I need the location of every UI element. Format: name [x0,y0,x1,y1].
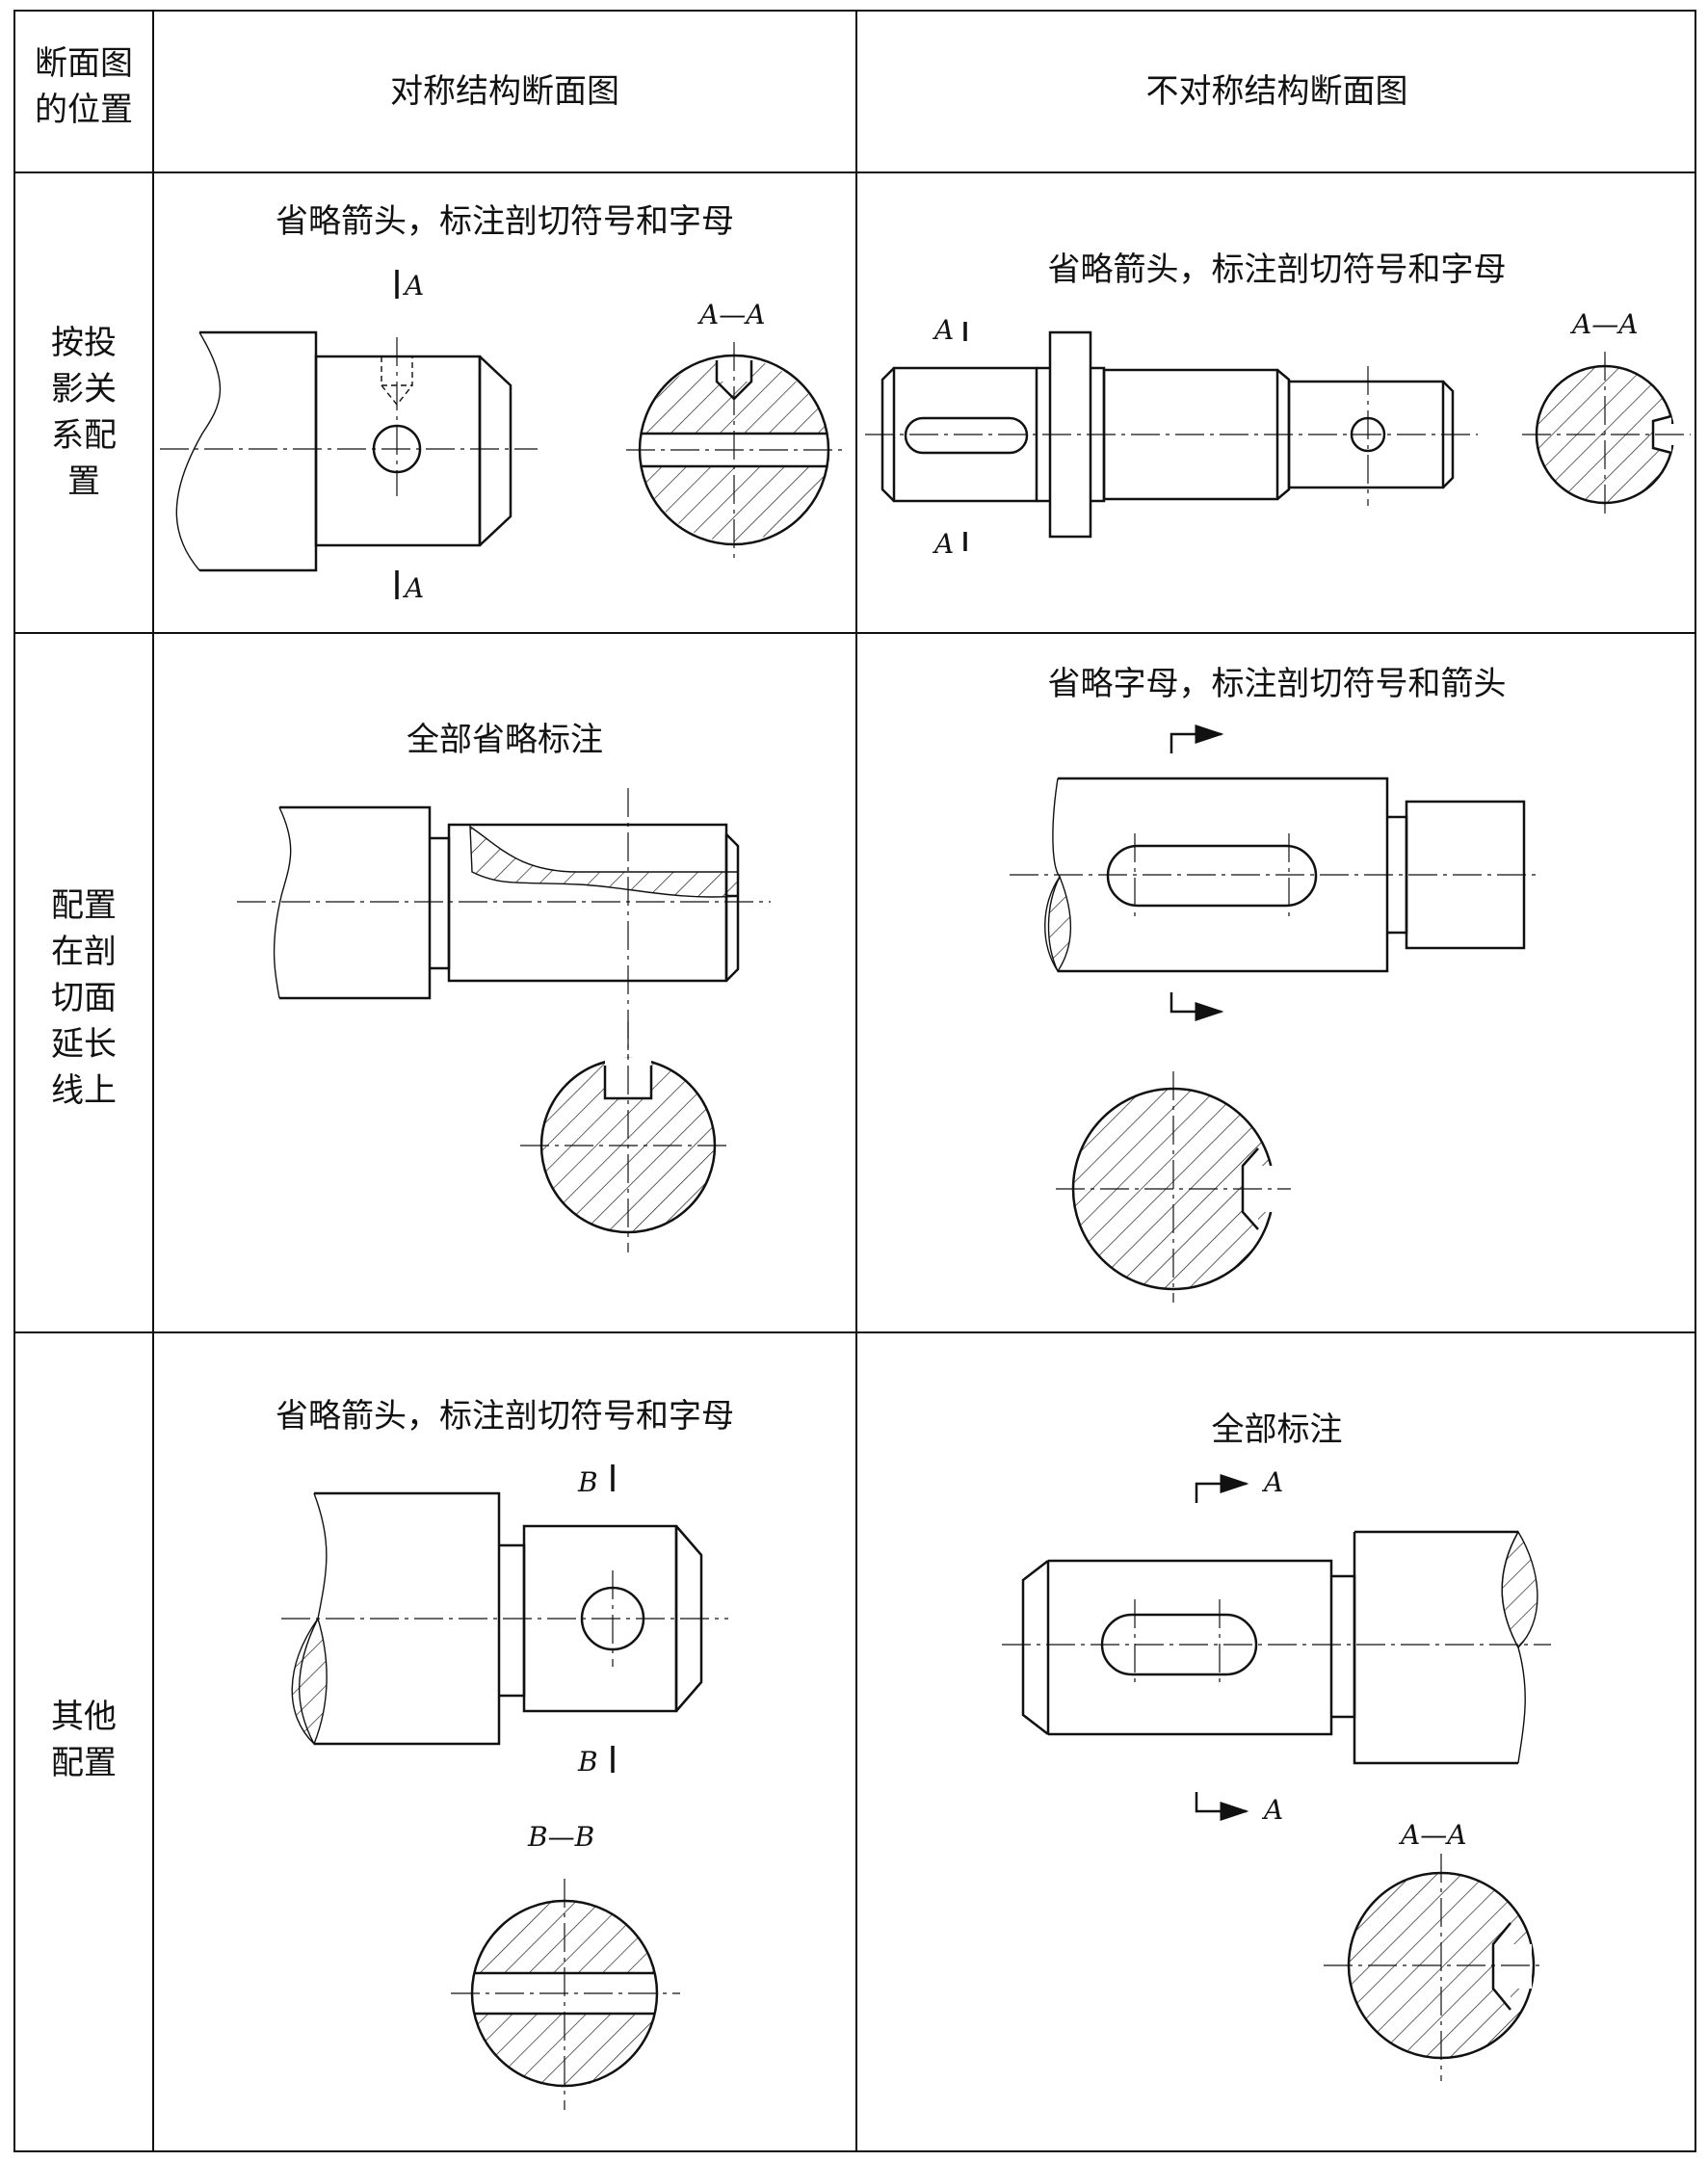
column-divider-2 [855,12,857,2150]
row2-divider [15,1331,1695,1333]
row2-asym-shaft [1044,777,1526,973]
header-asymmetric: 不对称结构断面图 [1145,72,1408,111]
row2-sym-note: 全部省略标注 [407,721,603,759]
row3-asym-arrow-letter-bottom: A [1261,1794,1283,1826]
row3-asym-arrow-letter-top: A [1261,1466,1283,1498]
row3-sym-section-title: B—B [527,1821,594,1853]
row2-asym-note: 省略字母，标注剖切符号和箭头 [1047,665,1507,703]
row1-asym-note: 省略箭头，标注剖切符号和字母 [1047,250,1507,289]
row1-sym-cut-letter-top: A [402,270,424,302]
row3-label: 其他配置 [51,1698,117,1782]
row3-asym-note: 全部标注 [1211,1410,1343,1449]
row1-asym-section-title: A—A [1569,308,1638,340]
row3-sym-cut-letter-bottom: B [577,1746,598,1778]
row3-asym-section-title: A—A [1398,1819,1466,1851]
row3-sym-note: 省略箭头，标注剖切符号和字母 [276,1397,734,1436]
row1-asym-cut-letter-bottom: A [932,528,954,560]
header-position: 断面图的位置 [35,44,133,129]
row1-sym-shaft [175,330,512,572]
row2-label: 配置在剖切面延长线上 [51,886,117,1110]
row1-label: 按投影关系配置 [51,324,117,501]
row1-divider [15,632,1695,634]
row1-sym-section-title: A—A [696,299,765,330]
row1-asym-cut-letter-top: A [932,314,954,346]
row2-sym-shaft [273,805,740,1000]
row1-sym-note: 省略箭头，标注剖切符号和字母 [276,202,734,241]
row1-sym-cut-letter-bottom: A [402,572,424,604]
row3-asym-shaft [1021,1530,1538,1765]
row3-sym-cut-letter-top: B [577,1466,598,1498]
row1-sym-centerlines [160,337,538,496]
comparison-table: 断面图的位置 对称结构断面图 不对称结构断面图 按投影关系配置 配置在剖切面延长… [13,10,1696,2152]
column-divider-1 [152,12,154,2150]
header-symmetric: 对称结构断面图 [390,72,619,111]
header-divider [15,171,1695,173]
